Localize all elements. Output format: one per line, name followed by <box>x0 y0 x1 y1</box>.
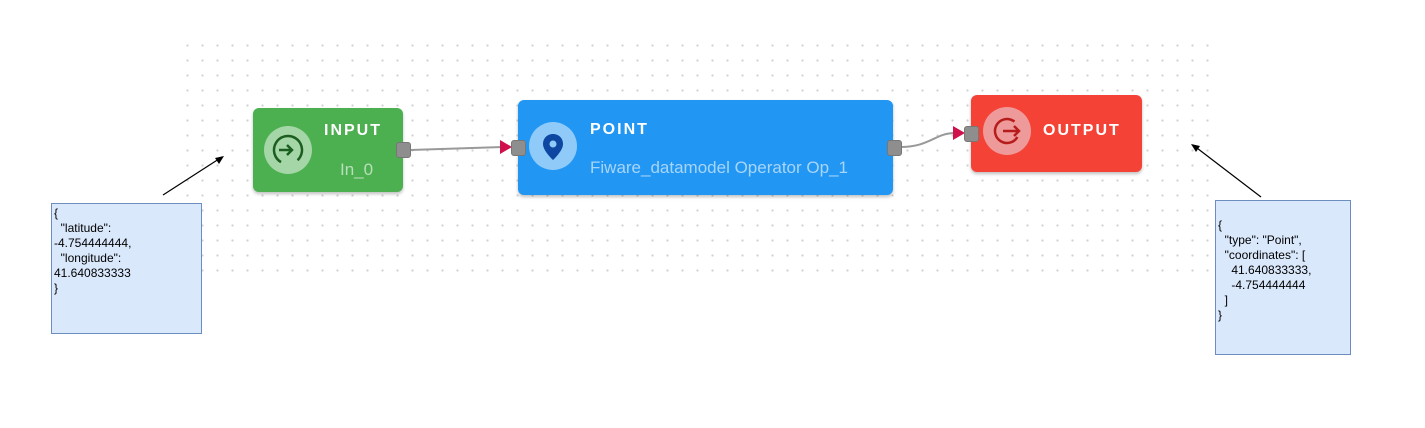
arrow-head <box>500 140 512 154</box>
point-subtitle: Fiware_datamodel Operator Op_1 <box>590 158 848 177</box>
input-out-port[interactable] <box>396 142 411 158</box>
output-in-port[interactable] <box>964 126 979 142</box>
note-arrow-right <box>1192 144 1262 198</box>
point-title: POINT <box>590 121 649 138</box>
input-icon <box>264 126 312 174</box>
output-example-note: { "type": "Point", "coordinates": [ 41.6… <box>1215 200 1351 355</box>
input-subtitle: In_0 <box>340 160 374 179</box>
output-icon <box>983 107 1031 155</box>
point-out-port[interactable] <box>887 140 902 156</box>
input-node[interactable]: INPUT In_0 <box>253 108 403 192</box>
arrow-head <box>953 126 965 140</box>
output-title: OUTPUT <box>1043 122 1121 139</box>
note-arrow-left <box>162 156 223 196</box>
point-node[interactable]: POINT Fiware_datamodel Operator Op_1 <box>518 100 893 195</box>
link-input-point <box>409 146 504 151</box>
map-pin-icon <box>529 122 577 170</box>
point-in-port[interactable] <box>511 140 526 156</box>
input-example-note: { "latitude": -4.754444444, "longitude":… <box>51 203 202 334</box>
link-point-output <box>899 132 956 148</box>
output-node[interactable]: OUTPUT <box>971 95 1142 172</box>
input-title: INPUT <box>324 122 382 139</box>
